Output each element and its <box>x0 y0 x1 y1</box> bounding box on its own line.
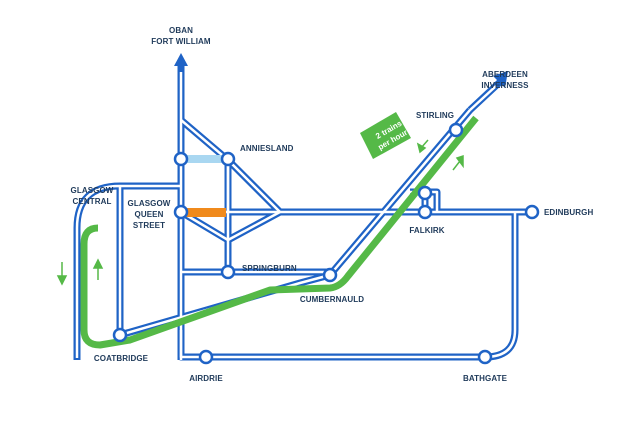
arrow-down-icon <box>56 275 68 286</box>
label-coatbridge: COATBRIDGE <box>94 354 149 363</box>
arrow-up-icon <box>493 71 508 88</box>
station-airdrie[interactable] <box>198 349 214 365</box>
label-stirling: STIRLING <box>416 111 454 120</box>
arrow-up-icon <box>455 154 464 169</box>
dest-fort-william: FORT WILLIAM <box>151 37 211 46</box>
label-falkirk: FALKIRK <box>409 226 444 235</box>
station-falkirk[interactable] <box>417 204 433 220</box>
station-anniesland[interactable] <box>220 151 236 167</box>
dest-aberdeen: ABERDEEN <box>482 70 528 79</box>
label-queen-street-2: QUEEN <box>135 210 164 219</box>
label-springburn: SPRINGBURN <box>242 264 297 273</box>
frequency-badge: 2 trains per hour <box>360 112 411 159</box>
label-glasgow-central-1: GLASGOW <box>71 186 114 195</box>
arrow-up-icon <box>174 53 188 66</box>
station-falkirk-high[interactable] <box>417 185 433 201</box>
queen-street-link <box>185 208 226 217</box>
arrow-down-icon <box>416 142 427 154</box>
arrow-up-icon <box>92 258 104 269</box>
station-anniesland-west[interactable] <box>173 151 189 167</box>
station-bathgate[interactable] <box>477 349 493 365</box>
label-queen-street-1: GLASGOW <box>128 199 171 208</box>
stations <box>112 122 540 365</box>
label-edinburgh: EDINBURGH <box>544 208 593 217</box>
anniesland-link <box>185 155 224 163</box>
station-cumbernauld[interactable] <box>322 267 338 283</box>
station-coatbridge[interactable] <box>112 327 128 343</box>
dest-inverness: INVERNESS <box>481 81 529 90</box>
labels: OBAN FORT WILLIAM ABERDEEN INVERNESS ANN… <box>71 26 594 383</box>
station-stirling[interactable] <box>448 122 464 138</box>
station-glasgow-queen-street[interactable] <box>173 204 189 220</box>
station-edinburgh[interactable] <box>524 204 540 220</box>
green-arrows <box>56 139 464 286</box>
dest-oban: OBAN <box>169 26 193 35</box>
label-glasgow-central-2: CENTRAL <box>73 197 112 206</box>
label-anniesland: ANNIESLAND <box>240 144 294 153</box>
label-cumbernauld: CUMBERNAULD <box>300 295 364 304</box>
label-queen-street-3: STREET <box>133 221 165 230</box>
station-springburn[interactable] <box>220 264 236 280</box>
label-bathgate: BATHGATE <box>463 374 508 383</box>
label-airdrie: AIRDRIE <box>189 374 223 383</box>
green-route <box>80 115 479 349</box>
